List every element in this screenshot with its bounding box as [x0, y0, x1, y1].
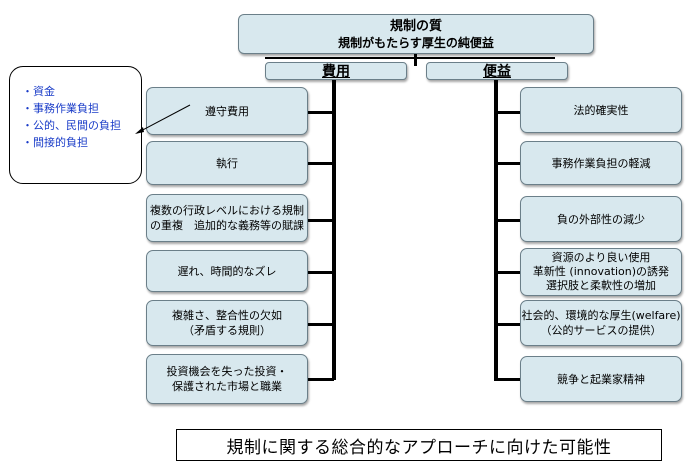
benefit-item-resources: 資源のより良い使用 革新性 (innovation)の誘発 選択肢と柔軟性の増加 [520, 248, 682, 296]
benefit-item-text: 革新性 (innovation)の誘発 [532, 265, 670, 278]
callout-arrow-line [136, 104, 191, 134]
regulatory-quality-subtitle: 規制がもたらす厚生の純便益 [338, 35, 494, 50]
cost-item-complexity: 複雑さ、整合性の欠如 （矛盾する規則） [146, 300, 308, 346]
callout-item: 間接的負担 [22, 134, 141, 151]
benefit-item-text: （公的サービスの提供） [540, 324, 662, 337]
cost-item-text: 複雑さ、整合性の欠如 [172, 309, 282, 322]
benefits-header-label: 便益 [483, 64, 511, 80]
benefit-item-text: 負の外部性の減少 [557, 212, 645, 226]
benefit-branch-6 [494, 378, 520, 381]
cost-branch-6 [308, 378, 334, 381]
costs-header: 費用 [265, 62, 407, 80]
callout-item: 事務作業負担 [22, 100, 141, 117]
benefit-spine-line [494, 80, 498, 380]
benefit-branch-4 [494, 271, 520, 274]
regulatory-quality-title: 規制の質 [389, 18, 442, 34]
footer-caption: 規制に関する総合的なアプローチに向けた可能性 [226, 437, 612, 458]
benefit-item-welfare: 社会的、環境的な厚生(welfare) （公的サービスの提供） [520, 300, 682, 346]
callout-arrow-head [135, 127, 144, 134]
cost-branch-2 [308, 162, 334, 165]
costs-header-label: 費用 [322, 64, 350, 80]
cost-branch-1 [308, 111, 334, 114]
benefit-item-text: 事務作業負担の軽減 [551, 156, 651, 170]
cost-item-lost-investment: 投資機会を失った投資・ 保護された市場と職業 [146, 354, 308, 404]
cost-item-text: 投資機会を失った投資・ [166, 365, 288, 378]
top-connector-line [414, 54, 417, 66]
callout-item: 資金 [22, 83, 141, 100]
benefit-item-text: 資源のより良い使用 [551, 251, 651, 264]
benefit-item-legal-certainty: 法的確実性 [520, 87, 682, 133]
benefits-header: 便益 [426, 62, 568, 80]
compliance-cost-callout: 資金 事務作業負担 公的、民間の負担 間接的負担 [9, 66, 142, 184]
benefit-branch-5 [494, 323, 520, 326]
benefit-item-reduced-burden: 事務作業負担の軽減 [520, 141, 682, 185]
benefit-branch-1 [494, 111, 520, 114]
benefit-branch-2 [494, 162, 520, 165]
header-connector-line [265, 57, 555, 59]
benefit-item-text: 法的確実性 [573, 103, 629, 117]
benefit-item-competition: 競争と起業家精神 [520, 356, 682, 402]
cost-item-duplication: 複数の行政レベルにおける規制 の重複 追加的な義務等の賦課 [146, 194, 308, 242]
cost-item-text: 複数の行政レベルにおける規制 [150, 204, 304, 217]
benefit-item-text: 競争と起業家精神 [557, 372, 645, 386]
footer-caption-box: 規制に関する総合的なアプローチに向けた可能性 [176, 429, 662, 461]
cost-item-text: 遅れ、時間的なズレ [177, 264, 277, 278]
cost-spine-line [332, 80, 336, 380]
cost-item-enforcement: 執行 [146, 141, 308, 185]
cost-item-compliance: 遵守費用 [146, 87, 308, 135]
cost-branch-4 [308, 271, 334, 274]
cost-branch-5 [308, 323, 334, 326]
benefit-branch-3 [494, 219, 520, 222]
callout-list: 資金 事務作業負担 公的、民間の負担 間接的負担 [22, 83, 141, 151]
benefit-item-externalities: 負の外部性の減少 [520, 196, 682, 242]
benefit-item-text: 選択肢と柔軟性の増加 [546, 279, 656, 292]
cost-item-text: （矛盾する規則） [183, 324, 271, 337]
cost-item-text: 執行 [216, 156, 238, 170]
cost-item-text: 保護された市場と職業 [172, 380, 282, 393]
cost-item-delays: 遅れ、時間的なズレ [146, 250, 308, 292]
cost-branch-3 [308, 219, 334, 222]
cost-item-text: 遵守費用 [205, 104, 249, 118]
regulatory-quality-box: 規制の質 規制がもたらす厚生の純便益 [238, 14, 594, 54]
cost-item-text: の重複 追加的な義務等の賦課 [150, 219, 304, 232]
benefit-item-text: 社会的、環境的な厚生(welfare) [521, 309, 681, 322]
callout-item: 公的、民間の負担 [22, 117, 141, 134]
